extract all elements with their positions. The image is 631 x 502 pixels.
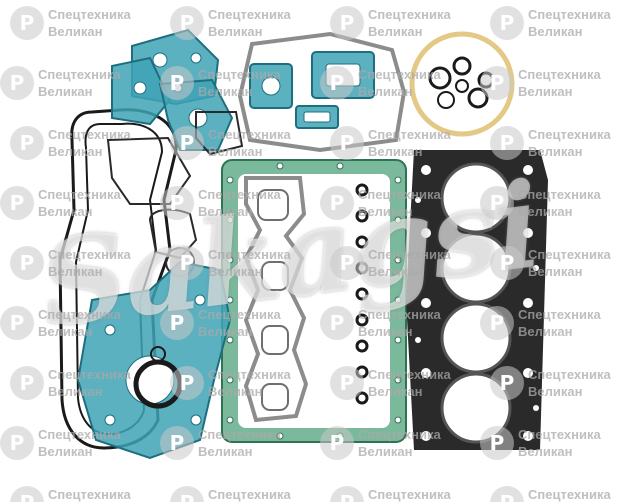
green-gasket-bolt-holes bbox=[226, 162, 402, 440]
grey-manifold-ports bbox=[257, 189, 289, 411]
blue-front-gaskets bbox=[111, 28, 234, 151]
grey-manifold-gasket bbox=[243, 176, 309, 423]
cork-ring-gasket bbox=[409, 31, 515, 137]
head-gasket-bolt-holes bbox=[415, 165, 539, 441]
